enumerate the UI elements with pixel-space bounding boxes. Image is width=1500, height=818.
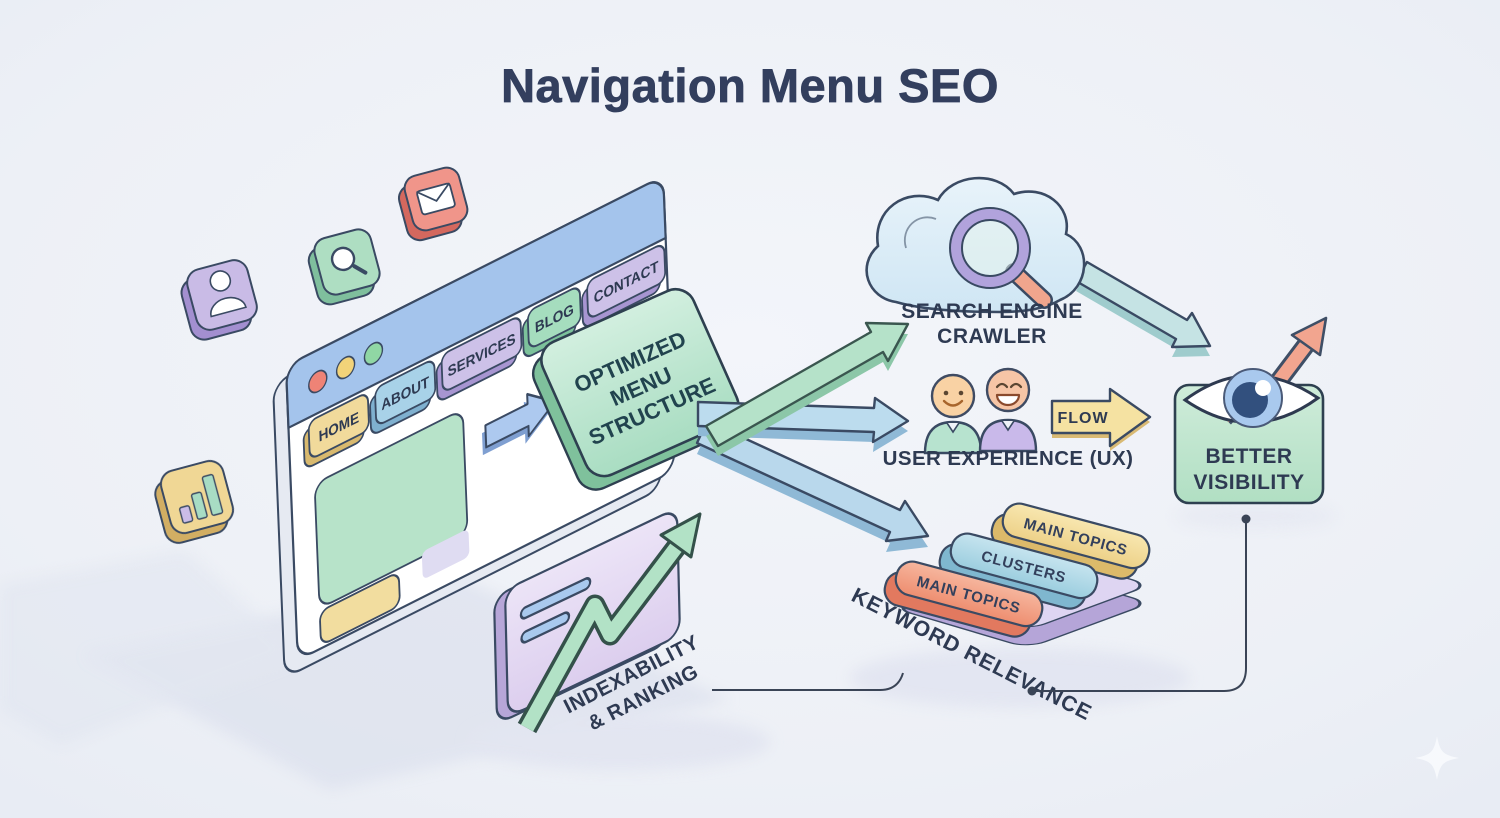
eye-icon — [1182, 368, 1321, 428]
crawler-label-line1: SEARCH ENGINE — [901, 300, 1083, 323]
user-experience: FLOW USER EXPERIENCE (UX) — [883, 367, 1152, 470]
browser-window: HOME ABOUT SERVICES BLOG CONTACT — [272, 181, 676, 673]
content-hero-block — [314, 413, 469, 605]
traffic-light-red — [308, 369, 328, 394]
card-text-lines — [519, 576, 592, 644]
better-visibility-line2: VISIBILITY — [1193, 471, 1304, 494]
arrow-to-keyword-relevance — [695, 419, 930, 552]
better-visibility: BETTER VISIBILITY — [1173, 316, 1328, 505]
search-icon — [307, 228, 381, 306]
flow-label: FLOW — [1057, 410, 1108, 427]
arrow-to-crawler — [704, 321, 910, 456]
content-footer-block — [319, 574, 401, 643]
browser-title-bar — [285, 181, 667, 430]
person-icon — [978, 367, 1038, 453]
bar-chart-icon — [154, 459, 235, 544]
connector-lines — [712, 514, 1251, 696]
nav-item-blog[interactable]: BLOG — [521, 285, 582, 359]
mail-icon — [397, 166, 469, 242]
nav-item-home[interactable]: HOME — [302, 392, 370, 469]
search-engine-crawler: SEARCH ENGINE CRAWLER — [865, 176, 1086, 348]
content-side-block — [421, 530, 470, 578]
magnifying-glass-icon — [949, 207, 1053, 309]
sparkle-icon — [1415, 736, 1459, 780]
user-icon — [180, 259, 258, 341]
crawler-label-line2: CRAWLER — [937, 325, 1047, 348]
arrow-crawler-to-visibility — [1074, 260, 1212, 357]
right-arrow-icon — [481, 392, 556, 456]
user-experience-label: USER EXPERIENCE (UX) — [883, 447, 1134, 470]
traffic-light-green — [363, 341, 384, 366]
nav-item-services[interactable]: SERVICES — [435, 315, 523, 402]
traffic-light-yellow — [335, 355, 356, 380]
page-title: Navigation Menu SEO — [501, 59, 999, 112]
optimized-menu-structure-box: OPTIMIZED MENU STRUCTURE — [531, 287, 740, 491]
line-chart-arrow-icon — [517, 512, 702, 734]
flow-arrow: FLOW — [1050, 387, 1152, 451]
better-visibility-line1: BETTER — [1206, 445, 1293, 468]
